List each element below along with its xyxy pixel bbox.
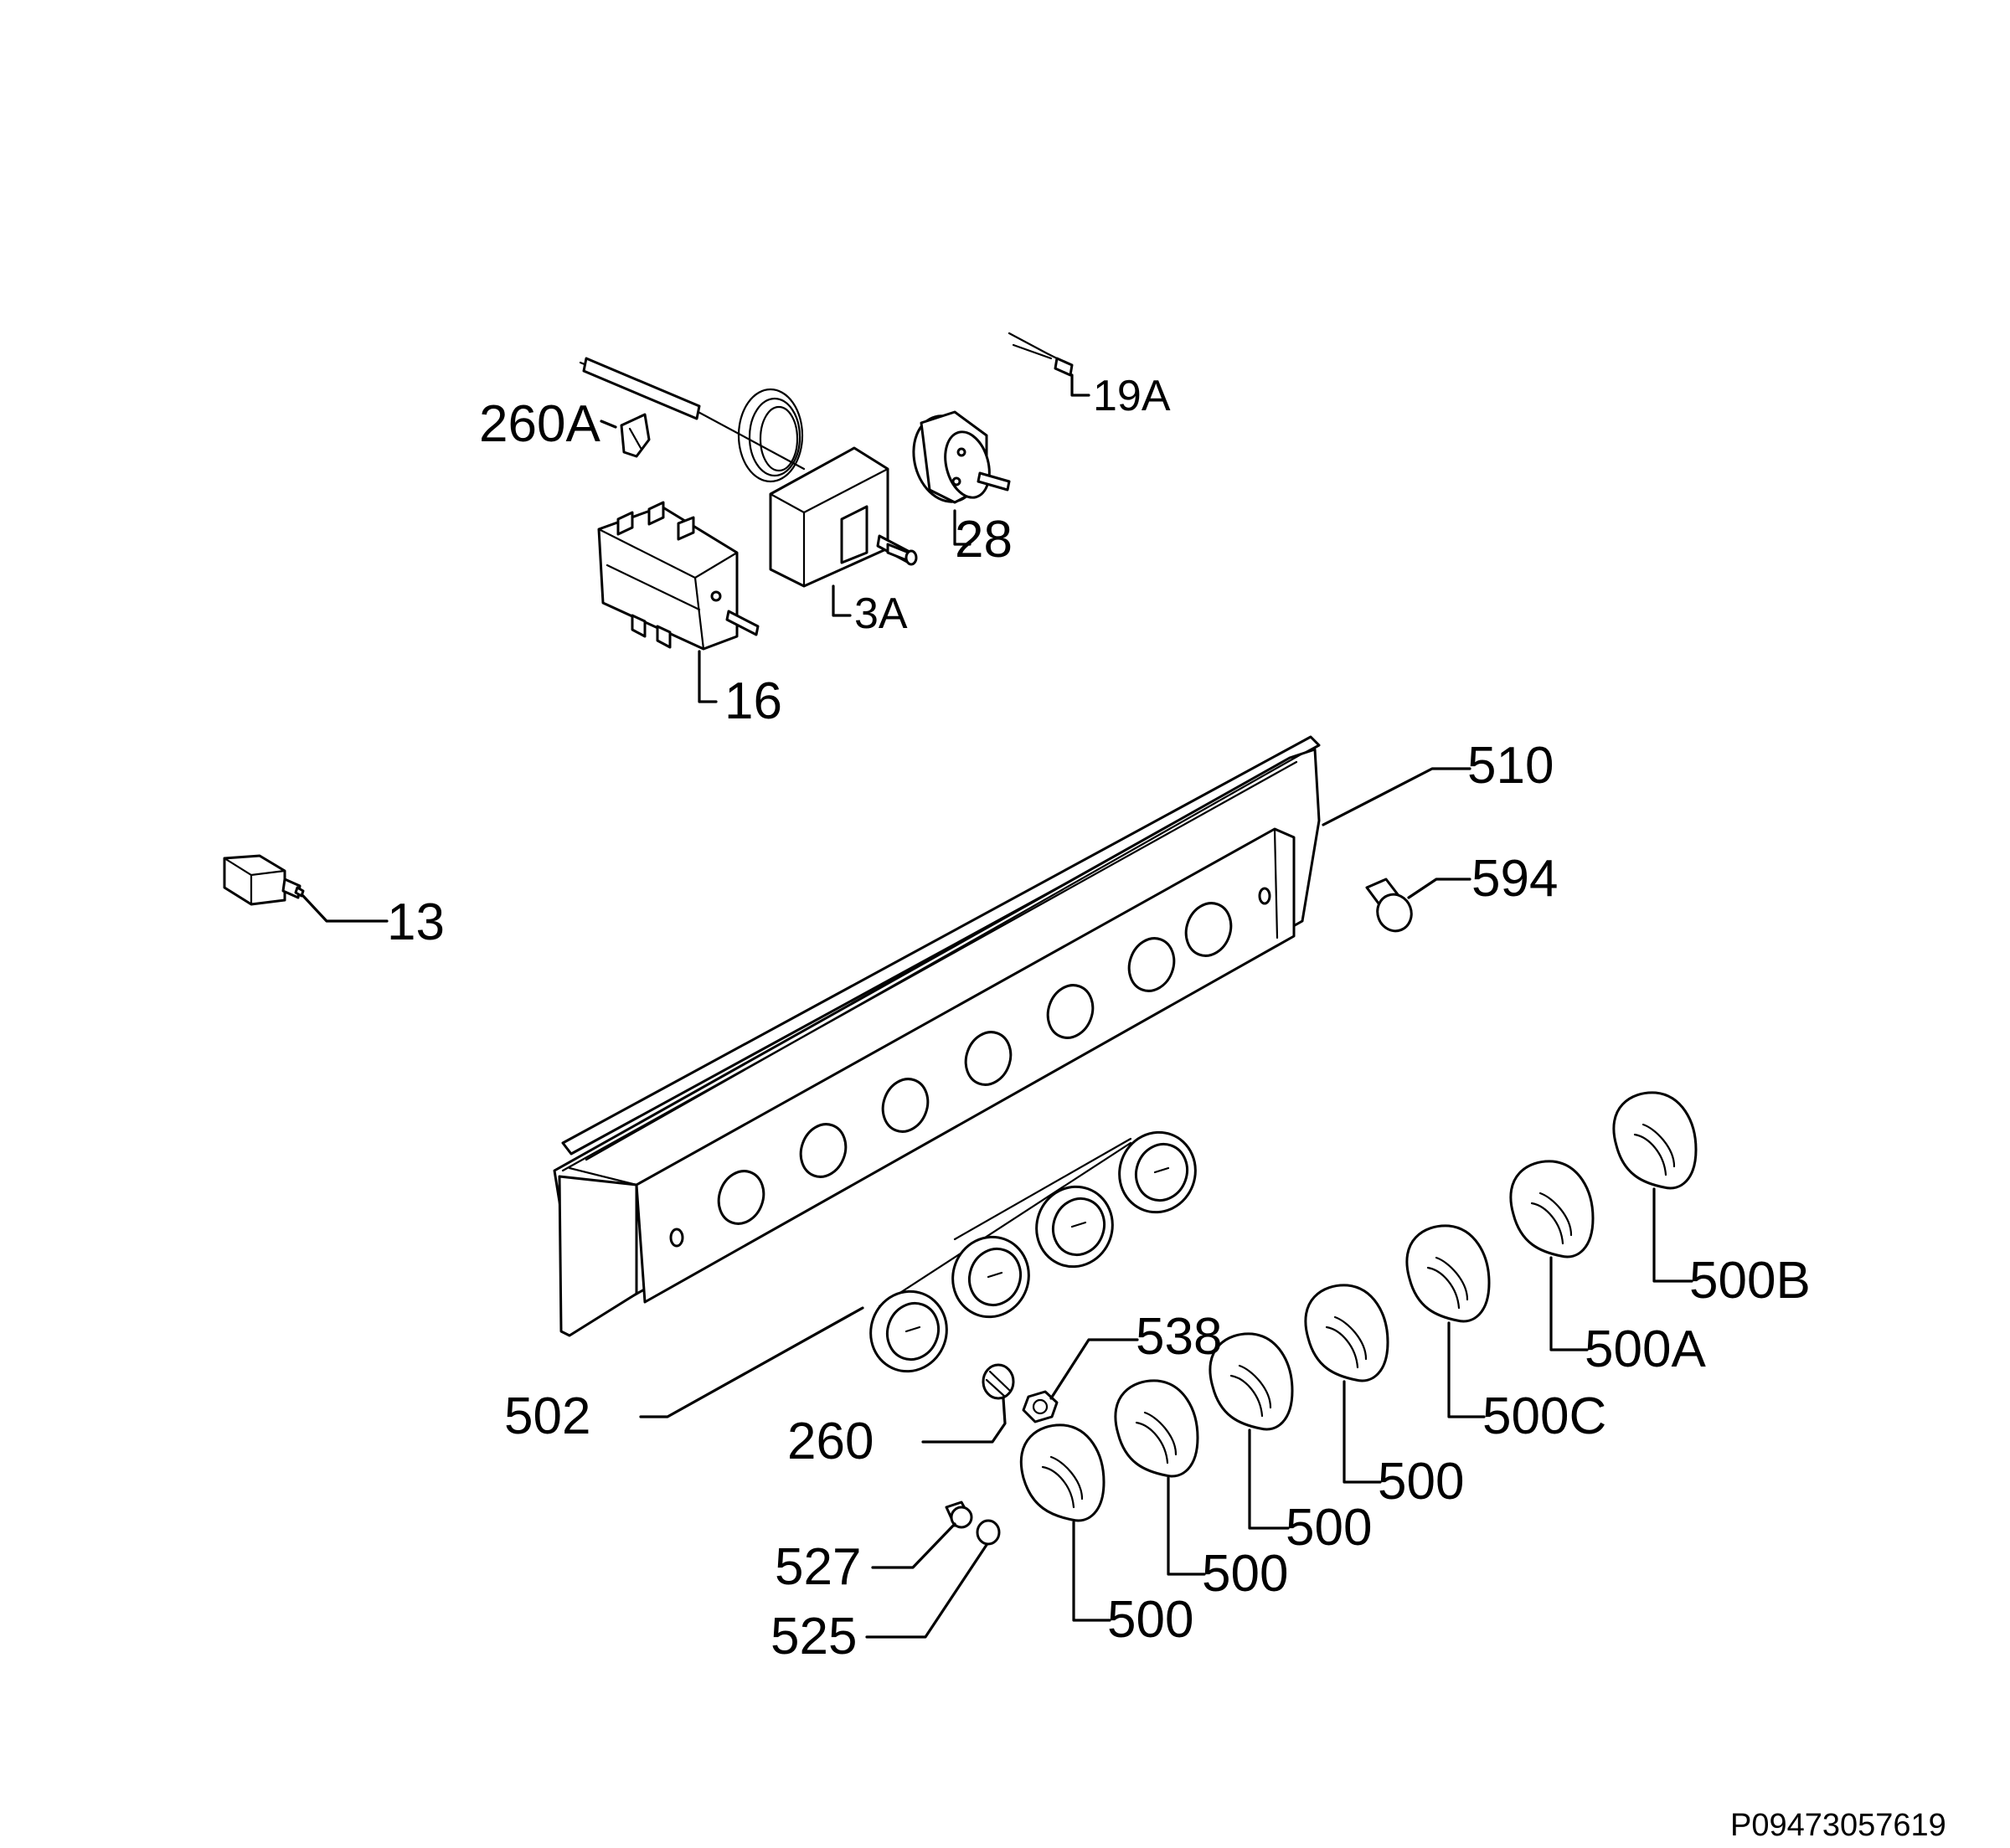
control-knobs (1019, 1091, 1698, 1522)
switch-part-28 (912, 410, 1011, 504)
label-525: 525 (770, 1608, 857, 1665)
label-500: 500 (1107, 1591, 1193, 1649)
knob-500-2 (1114, 1379, 1199, 1478)
label-13: 13 (387, 893, 445, 951)
knob-500A (1509, 1160, 1595, 1259)
knob-500C (1405, 1224, 1491, 1323)
push-switch-part-13 (223, 854, 305, 906)
bezel-rings (869, 1130, 1197, 1373)
knob-500B (1612, 1091, 1698, 1190)
label-28: 28 (955, 511, 1013, 569)
label-500B: 500B (1689, 1252, 1811, 1310)
control-panel-part-502 (553, 735, 1321, 1337)
label-500A: 500A (1585, 1320, 1706, 1378)
label-538: 538 (1136, 1308, 1222, 1366)
label-510: 510 (1467, 737, 1554, 795)
label-260: 260 (787, 1413, 874, 1470)
label-500C: 500C (1482, 1387, 1606, 1445)
button-part-594 (1365, 878, 1413, 933)
spring-part-260 (982, 1363, 1015, 1400)
part-527 (945, 1501, 973, 1529)
label-502: 502 (504, 1387, 590, 1445)
label-594: 594 (1471, 850, 1558, 908)
label-527: 527 (775, 1538, 861, 1596)
bezel-ring (1118, 1130, 1197, 1214)
label-16: 16 (724, 672, 782, 730)
leader-lines (302, 373, 1693, 1639)
label-500: 500 (1286, 1499, 1372, 1557)
nut-part-538 (1022, 1390, 1059, 1423)
label-500: 500 (1378, 1453, 1464, 1511)
diagram-code: P09473057619 (1730, 1808, 1946, 1843)
lamp-part-19A (1008, 332, 1074, 377)
bezel-ring (869, 1289, 948, 1373)
thermostat-part (579, 357, 918, 588)
part-525 (976, 1519, 1001, 1546)
bezel-ring (951, 1235, 1030, 1319)
label-3A: 3A (854, 589, 908, 638)
selector-switch-part-16 (597, 501, 760, 651)
knob-500-4 (1304, 1284, 1389, 1382)
panel-knob-holes (717, 902, 1233, 1225)
clip-part-260A (620, 413, 651, 458)
knob-500-1 (1019, 1423, 1106, 1522)
label-500: 500 (1202, 1545, 1288, 1603)
label-260A: 260A (479, 395, 600, 453)
knob-500-3 (1209, 1332, 1294, 1431)
callout-labels: 260A 19A 28 3A 16 510 594 13 538 500B 50… (387, 372, 1811, 1665)
label-19A: 19A (1093, 372, 1171, 420)
bezel-ring (1035, 1185, 1114, 1269)
